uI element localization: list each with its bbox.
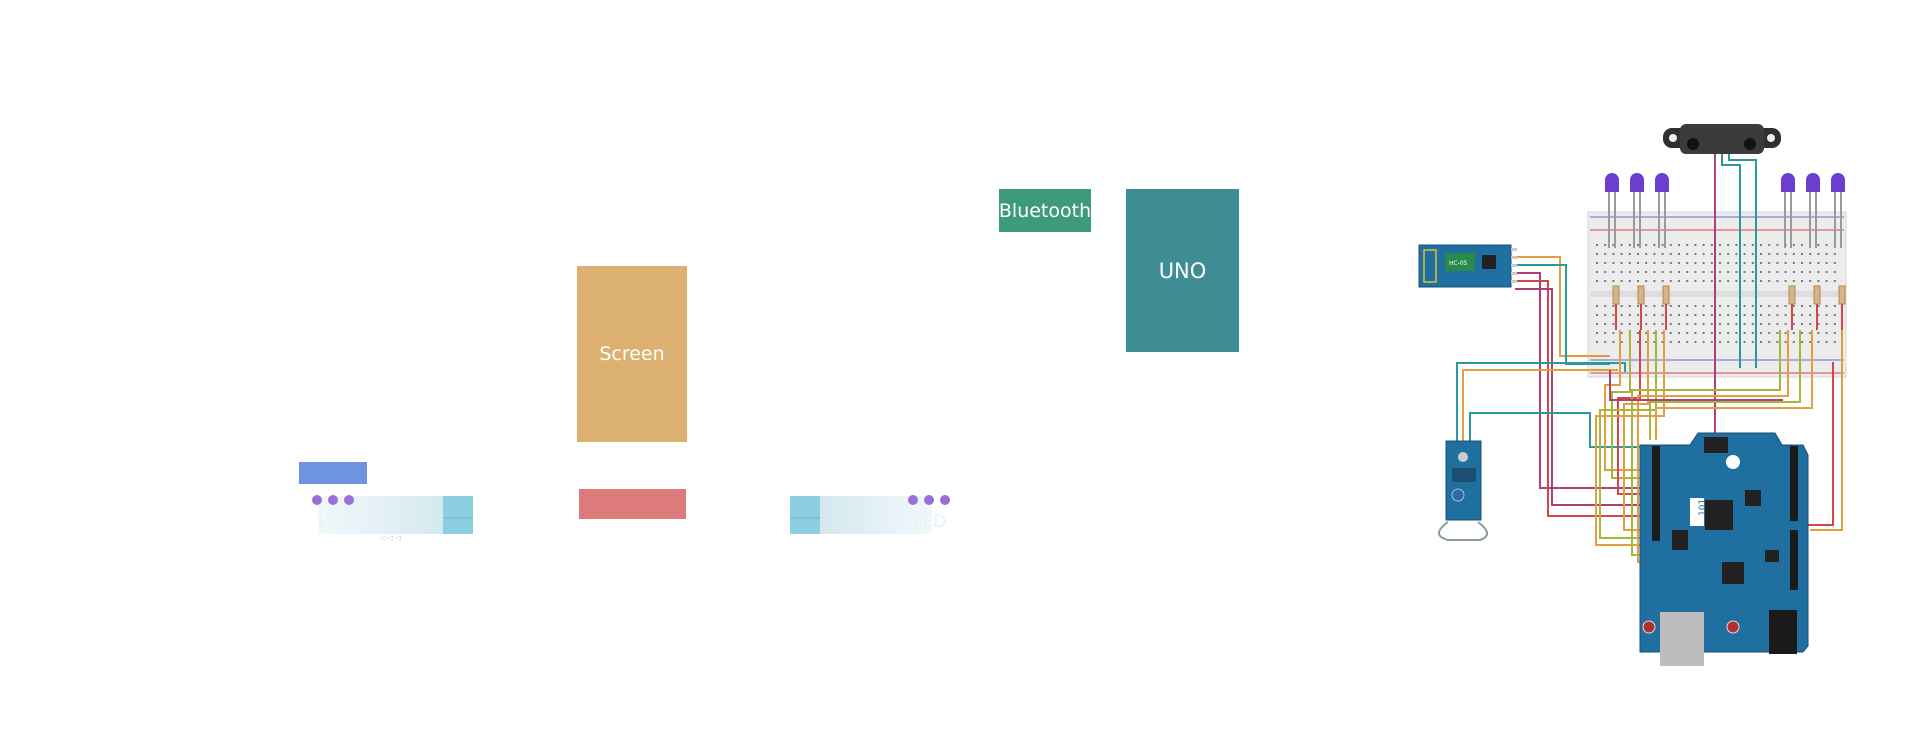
led-icon: [1831, 173, 1845, 248]
resistor-group: [1612, 285, 1846, 330]
uno-block[interactable]: UNO: [1126, 189, 1239, 352]
resistor-icon: [1838, 285, 1846, 305]
led-strip-left-label: LED: [318, 512, 352, 532]
led-icon: [1630, 173, 1644, 248]
resistor-icon: [1788, 285, 1796, 305]
led-dot: [940, 495, 950, 505]
led-group: [1605, 173, 1845, 248]
led-dot: [312, 495, 322, 505]
resistor-icon: [1637, 285, 1645, 305]
resistor-icon: [1612, 285, 1620, 305]
led-strip-right[interactable]: [788, 490, 958, 542]
screen-block[interactable]: Screen: [577, 266, 687, 442]
bluetooth-label: Bluetooth: [998, 199, 1092, 222]
led-strip-body: [318, 496, 448, 534]
svg-text:◁ ◁ ◁: ◁ ◁ ◁: [380, 534, 401, 542]
led-icon: [1806, 173, 1820, 248]
distance-sensor[interactable]: [1663, 124, 1781, 154]
breadboard[interactable]: [1587, 211, 1847, 378]
uno-label: UNO: [1158, 258, 1207, 283]
led-strip-cap: [790, 496, 820, 534]
led-icon: [1655, 173, 1669, 248]
board-label: 101: [1698, 499, 1708, 516]
sound-sensor[interactable]: [1438, 440, 1488, 541]
led-strip-cap: [443, 496, 473, 534]
screen-label: Screen: [599, 343, 665, 365]
led-dot: [344, 495, 354, 505]
resistor-icon: [1662, 285, 1670, 305]
blue-block[interactable]: [299, 462, 367, 484]
led-strip-left[interactable]: ◁ ◁ ◁: [312, 490, 477, 542]
red-block[interactable]: [579, 489, 686, 519]
led-dot: [908, 495, 918, 505]
led-dot: [924, 495, 934, 505]
bluetooth-module-label: HC-05: [1449, 260, 1468, 267]
led-icon: [1781, 173, 1795, 248]
resistor-icon: [1813, 285, 1821, 305]
led-icon: [1605, 173, 1619, 248]
bluetooth-block[interactable]: Bluetooth: [999, 189, 1091, 232]
led-dot: [328, 495, 338, 505]
bluetooth-module[interactable]: HC-05: [1418, 244, 1517, 288]
arduino-board[interactable]: 101: [1639, 432, 1809, 666]
led-strip-right-label: LED: [913, 512, 947, 532]
